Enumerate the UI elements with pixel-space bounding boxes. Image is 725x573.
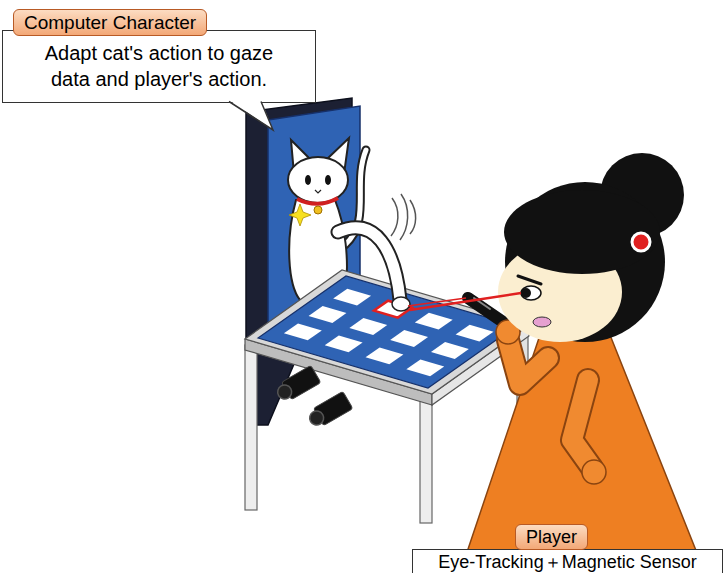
card-mat (284, 323, 322, 340)
cat-paw (391, 198, 398, 236)
cat-paw (338, 228, 400, 300)
camera (307, 408, 326, 427)
speech-bubble: Computer CharacterAdapt cat's action to … (2, 30, 316, 103)
card-mat (366, 347, 404, 364)
table (420, 398, 432, 523)
cat-character (325, 175, 331, 185)
cat-paw (392, 297, 410, 311)
bubble-tail (229, 100, 279, 134)
player-figure (521, 286, 541, 300)
player-figure (521, 288, 531, 298)
card-mat (406, 359, 444, 376)
player-figure (504, 190, 660, 274)
card-mat (456, 325, 494, 342)
card-mat (258, 276, 516, 388)
cat-character (315, 190, 321, 193)
cat-paw (410, 200, 416, 234)
camera (275, 382, 294, 401)
card-mat (309, 306, 347, 323)
bubble-tail (229, 100, 273, 130)
player-figure (460, 153, 705, 573)
player-figure (518, 276, 541, 284)
table (245, 270, 529, 394)
tab-label: Player (515, 524, 588, 550)
cat-paw (338, 228, 400, 300)
card-mat (390, 330, 428, 347)
player-figure (582, 460, 606, 484)
card-mat (333, 289, 371, 306)
camera (306, 391, 353, 430)
player-figure (508, 340, 548, 384)
cat-paw (400, 194, 408, 240)
gaze-line (410, 293, 521, 310)
table (245, 345, 257, 510)
card-mat (325, 335, 363, 352)
cat-character (289, 204, 311, 226)
cat-character (305, 175, 311, 185)
cat-character (288, 157, 348, 203)
player-figure (533, 317, 551, 327)
caption-box: PlayerEye-Tracking＋Magnetic Sensor (412, 549, 723, 573)
callout-text: Eye-Tracking＋Magnetic Sensor (413, 552, 722, 572)
gaze-line (408, 293, 521, 310)
player-figure (572, 380, 592, 468)
bubble-tail (229, 102, 273, 131)
card-mat (349, 318, 387, 335)
card-mat (258, 276, 516, 388)
cat-character (314, 206, 322, 214)
cat-paw (338, 194, 416, 311)
card-mat (431, 342, 469, 359)
cat-character (297, 198, 338, 204)
player-figure (572, 380, 592, 468)
callout-text: Adapt cat's action to gaze data and play… (28, 40, 290, 92)
gaze-line (408, 298, 466, 306)
camera (274, 365, 353, 430)
player-figure (460, 335, 705, 573)
tab-label: Computer Character (13, 9, 207, 36)
camera (274, 365, 321, 404)
player-figure (508, 340, 548, 384)
card-mat (415, 313, 453, 330)
table (245, 270, 529, 523)
player-figure (632, 233, 650, 251)
